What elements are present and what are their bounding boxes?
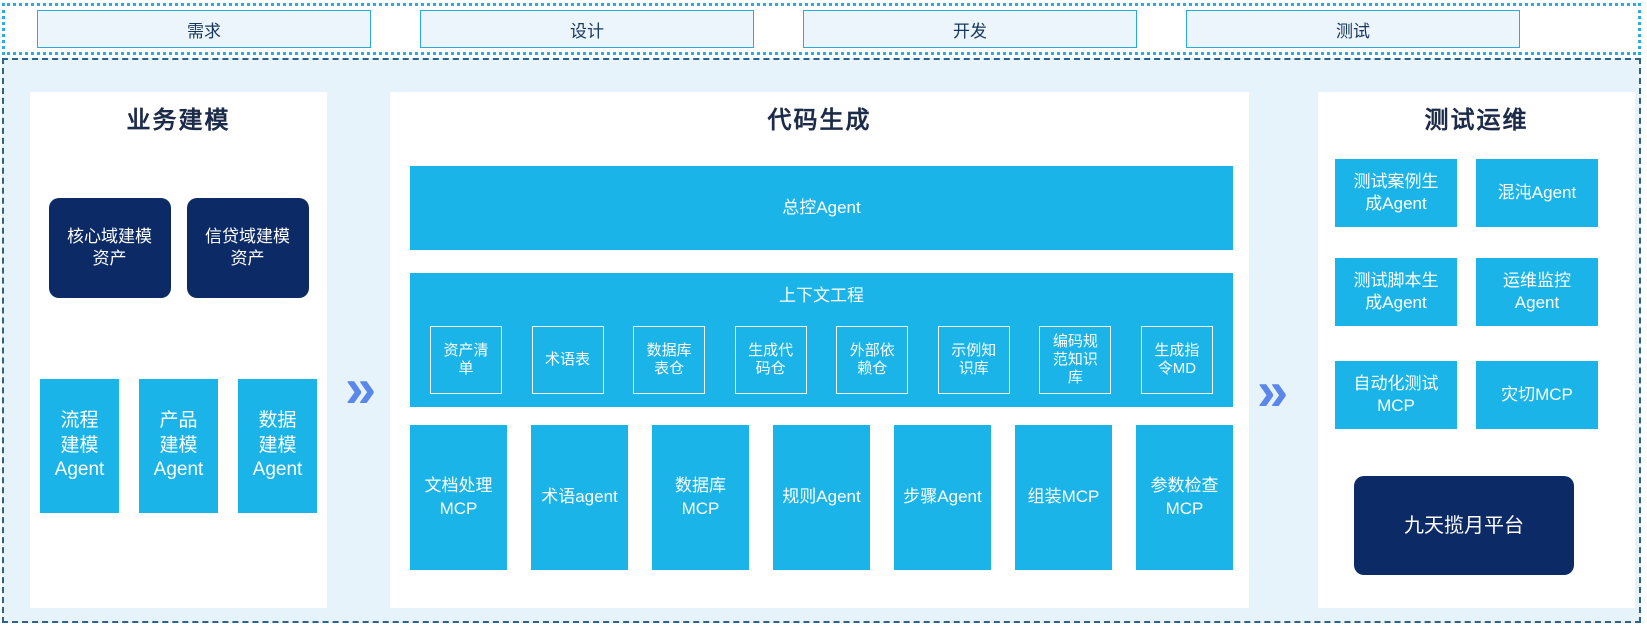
box-jiutian-lanyue-platform: 九天揽月平台 (1354, 476, 1574, 575)
box-assembly-mcp: 组装MCP (1015, 425, 1112, 570)
context-items-row: 资产清 单 术语表 数据库 表仓 生成代 码仓 外部依 赖仓 示例知 识库 编码… (410, 326, 1233, 394)
box-process-modeling-agent: 流程 建模 Agent (40, 379, 119, 513)
asset-row: 核心域建模 资产 信贷域建模 资产 (30, 198, 327, 298)
box-rule-agent: 规则Agent (773, 425, 870, 570)
box-ops-monitoring-agent: 运维监控 Agent (1476, 258, 1598, 326)
double-chevron-right-icon: » (1257, 359, 1289, 422)
box-credit-domain-assets: 信贷域建模 资产 (186, 198, 309, 298)
box-glossary-agent: 术语agent (531, 425, 628, 570)
box-core-domain-assets: 核心域建模 资产 (48, 198, 171, 298)
panel-title-business-modeling: 业务建模 (126, 107, 231, 134)
phase-box-design: 设计 (420, 10, 754, 48)
box-parameter-check-mcp: 参数检查 MCP (1136, 425, 1233, 570)
main-container: 业务建模 核心域建模 资产 信贷域建模 资产 流程 建模 Agent 产品 建模… (2, 58, 1641, 623)
context-engineering-section: 上下文工程 资产清 单 术语表 数据库 表仓 生成代 码仓 外部依 赖仓 示例知… (410, 273, 1233, 407)
context-engineering-title: 上下文工程 (779, 286, 864, 305)
panel-title-code-generation: 代码生成 (767, 107, 872, 134)
box-data-modeling-agent: 数据 建模 Agent (238, 379, 317, 513)
box-database-mcp: 数据库 MCP (652, 425, 749, 570)
box-disaster-switch-mcp: 灾切MCP (1476, 361, 1598, 429)
box-master-control-agent: 总控Agent (410, 166, 1233, 250)
box-automated-test-mcp: 自动化测试 MCP (1335, 361, 1457, 429)
phase-box-requirements: 需求 (37, 10, 371, 48)
panel-business-modeling: 业务建模 核心域建模 资产 信贷域建模 资产 流程 建模 Agent 产品 建模… (30, 92, 327, 608)
box-glossary: 术语表 (531, 326, 604, 394)
modeling-agent-row: 流程 建模 Agent 产品 建模 Agent 数据 建模 Agent (30, 379, 327, 513)
box-step-agent: 步骤Agent (894, 425, 991, 570)
box-doc-processing-mcp: 文档处理 MCP (410, 425, 507, 570)
box-generation-instruction-md: 生成指 令MD (1140, 326, 1213, 394)
panel-test-ops: 测试运维 测试案例生 成Agent 混沌Agent 测试脚本生 成Agent 运… (1318, 92, 1635, 608)
box-test-script-generation-agent: 测试脚本生 成Agent (1335, 258, 1457, 326)
box-product-modeling-agent: 产品 建模 Agent (139, 379, 218, 513)
double-chevron-right-icon: » (345, 356, 377, 419)
phase-box-development: 开发 (803, 10, 1137, 48)
tools-row: 文档处理 MCP 术语agent 数据库 MCP 规则Agent 步骤Agent… (410, 425, 1233, 570)
box-example-knowledge-base: 示例知 识库 (937, 326, 1010, 394)
phase-box-testing: 测试 (1186, 10, 1520, 48)
box-chaos-agent: 混沌Agent (1476, 159, 1598, 227)
box-external-dependency-repo: 外部依 赖仓 (836, 326, 909, 394)
panel-title-test-ops: 测试运维 (1424, 107, 1529, 134)
box-coding-standard-knowledge-base: 编码规 范知识 库 (1039, 326, 1112, 394)
box-test-case-generation-agent: 测试案例生 成Agent (1335, 159, 1457, 227)
box-database-table-repo: 数据库 表仓 (633, 326, 706, 394)
phase-strip: 需求 设计 开发 测试 (2, 3, 1641, 55)
box-generated-code-repo: 生成代 码仓 (734, 326, 807, 394)
box-asset-list: 资产清 单 (430, 326, 502, 394)
panel-code-generation: 代码生成 总控Agent 上下文工程 资产清 单 术语表 数据库 表仓 生成代 … (390, 92, 1249, 608)
